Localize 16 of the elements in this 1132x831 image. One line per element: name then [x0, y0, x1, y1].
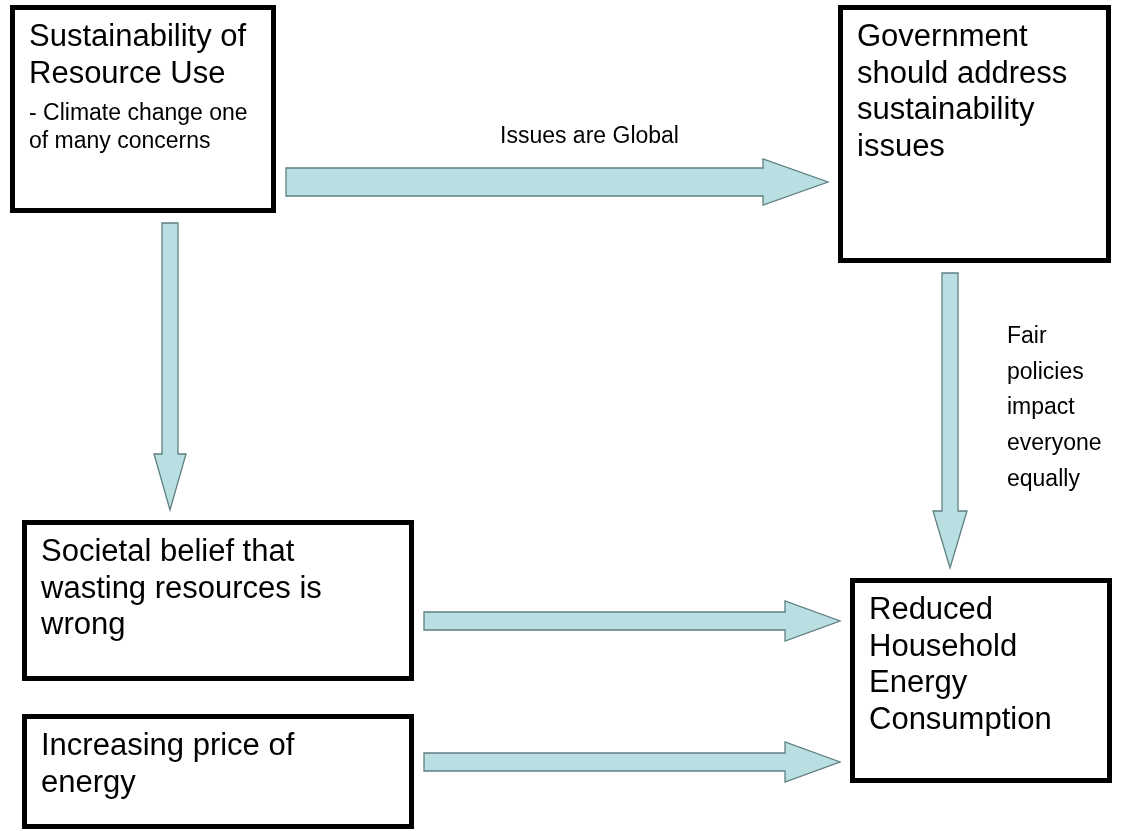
block-arrow — [423, 741, 842, 783]
block-arrow — [932, 272, 968, 571]
process-box — [22, 714, 414, 829]
block-arrow — [153, 222, 187, 513]
process-box — [850, 578, 1112, 783]
box-heading: Societal belief that wasting resources is wrong — [41, 533, 323, 643]
box-heading: Increasing price of energy — [41, 727, 296, 801]
process-box — [838, 5, 1111, 263]
block-arrow — [423, 600, 842, 642]
process-box — [22, 520, 414, 681]
block-arrow — [285, 158, 830, 206]
box-heading: Sustainability of Resource Use — [29, 18, 248, 92]
box-note: - Climate change one of many concerns — [29, 99, 249, 155]
box-heading: Reduced Household Energy Consumption — [869, 591, 1053, 738]
box-heading: Government should address sustainability issues — [857, 18, 1069, 165]
process-box — [10, 5, 276, 213]
